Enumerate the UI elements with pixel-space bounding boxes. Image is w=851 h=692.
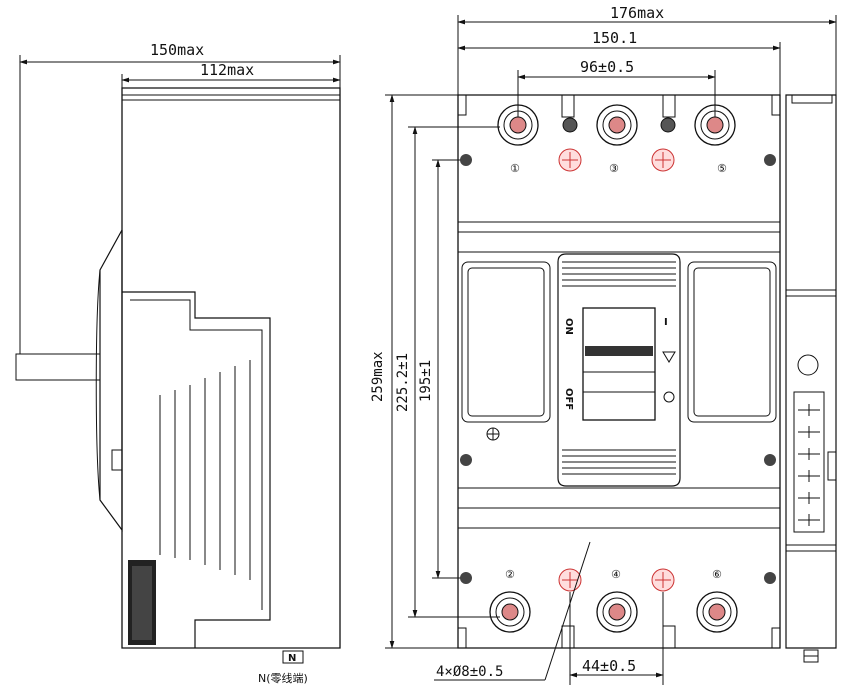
handle-module <box>557 253 681 487</box>
dim-terminal-height: 225.2±1 <box>395 353 411 412</box>
top-terminals <box>460 104 776 172</box>
on-symbol: I <box>664 317 668 328</box>
right-cover-panel <box>687 261 777 423</box>
side-handle-shaft <box>15 353 101 381</box>
dim-overall-depth: 150max <box>150 41 204 59</box>
terminal-6-label: ⑥ <box>712 568 722 581</box>
toggle-switch[interactable] <box>582 307 656 421</box>
terminal-3-label: ③ <box>609 162 619 175</box>
terminal-5-label: ⑤ <box>717 162 727 175</box>
dim-mount-width: 44±0.5 <box>582 657 636 675</box>
dim-mount-height: 195±1 <box>418 360 434 402</box>
mount-hole-leader <box>544 541 591 681</box>
side-handle-base <box>99 229 123 532</box>
aux-terminals <box>798 404 820 526</box>
neutral-label: N(零线端) <box>258 671 308 685</box>
switch-on-label: ON <box>563 318 574 335</box>
front-view: 176max 150.1 96±0.5 259max 225.2±1 195±1 <box>370 4 837 685</box>
side-accessory <box>785 94 837 649</box>
terminal-1-label: ① <box>510 162 520 175</box>
dim-body-width: 150.1 <box>592 29 637 47</box>
handle-ribs <box>562 261 676 475</box>
side-view: 150max 112max N N <box>15 41 341 685</box>
neutral-tag: N <box>288 653 296 664</box>
dim-mount-holes: 4×Ø8±0.5 <box>436 664 503 680</box>
trip-symbol-icon <box>662 351 676 363</box>
aux-terminal-block <box>793 391 825 533</box>
dim-total-height: 259max <box>370 351 386 402</box>
neutral-tag-box <box>282 650 304 664</box>
terminal-4-label: ④ <box>611 568 621 581</box>
dim-pole-pitch: 96±0.5 <box>580 58 634 76</box>
dim-total-width: 176max <box>610 4 664 22</box>
left-cover-panel <box>461 261 551 423</box>
terminal-2-label: ② <box>505 568 515 581</box>
switch-off-label: OFF <box>563 388 574 410</box>
side-cooling-slots <box>159 360 251 580</box>
off-symbol <box>663 391 675 403</box>
dim-body-depth: 112max <box>200 61 254 79</box>
